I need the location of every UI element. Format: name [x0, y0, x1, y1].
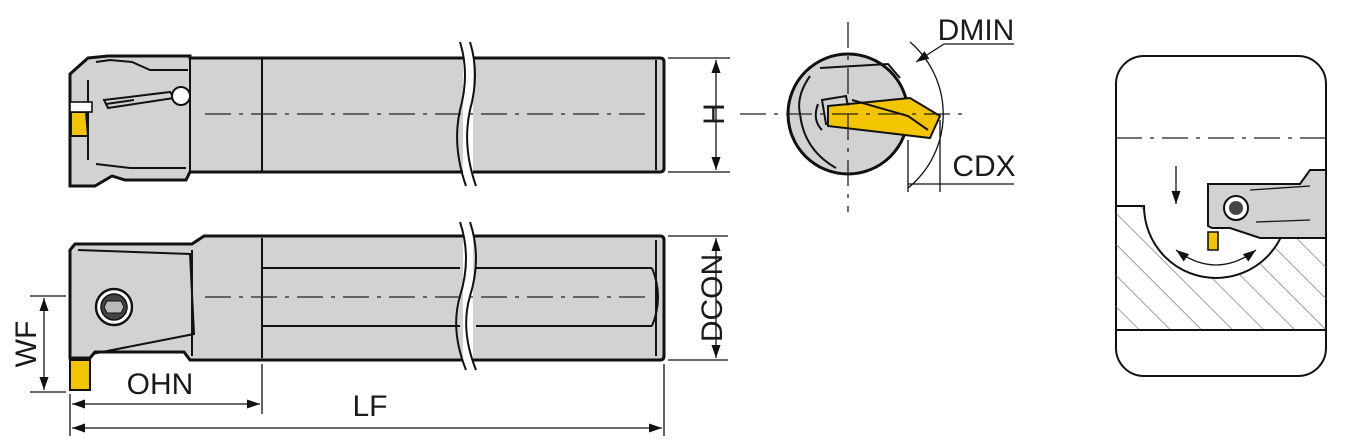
dimension-lf: LF — [72, 364, 665, 436]
dimension-cdx: CDX — [907, 120, 1016, 192]
insert-detail — [1207, 231, 1219, 251]
insert-end — [827, 96, 942, 140]
dimension-h: H — [668, 57, 731, 173]
label-cdx: CDX — [952, 150, 1015, 183]
label-wf: WF — [10, 321, 43, 368]
side-view — [68, 41, 666, 188]
end-view — [740, 22, 966, 212]
dimension-wf: WF — [10, 295, 66, 393]
workpiece-hatch — [1116, 206, 1326, 330]
dimension-ohn: OHN — [69, 364, 263, 436]
shank-body-top — [68, 54, 666, 188]
insert-side — [70, 111, 90, 137]
label-h: H — [698, 103, 731, 125]
profile-detail — [1115, 55, 1327, 377]
insert-top — [69, 359, 91, 391]
top-view — [68, 221, 666, 391]
clamp-screw-hole — [171, 86, 191, 106]
label-dmin: DMIN — [938, 14, 1015, 47]
label-dcon: DCON — [696, 254, 729, 342]
label-lf: LF — [352, 390, 387, 423]
dimension-dmin: DMIN — [915, 14, 1015, 63]
dimension-dcon: DCON — [668, 235, 729, 361]
break-gap-bottom — [463, 228, 473, 368]
label-ohn: OHN — [127, 368, 194, 401]
